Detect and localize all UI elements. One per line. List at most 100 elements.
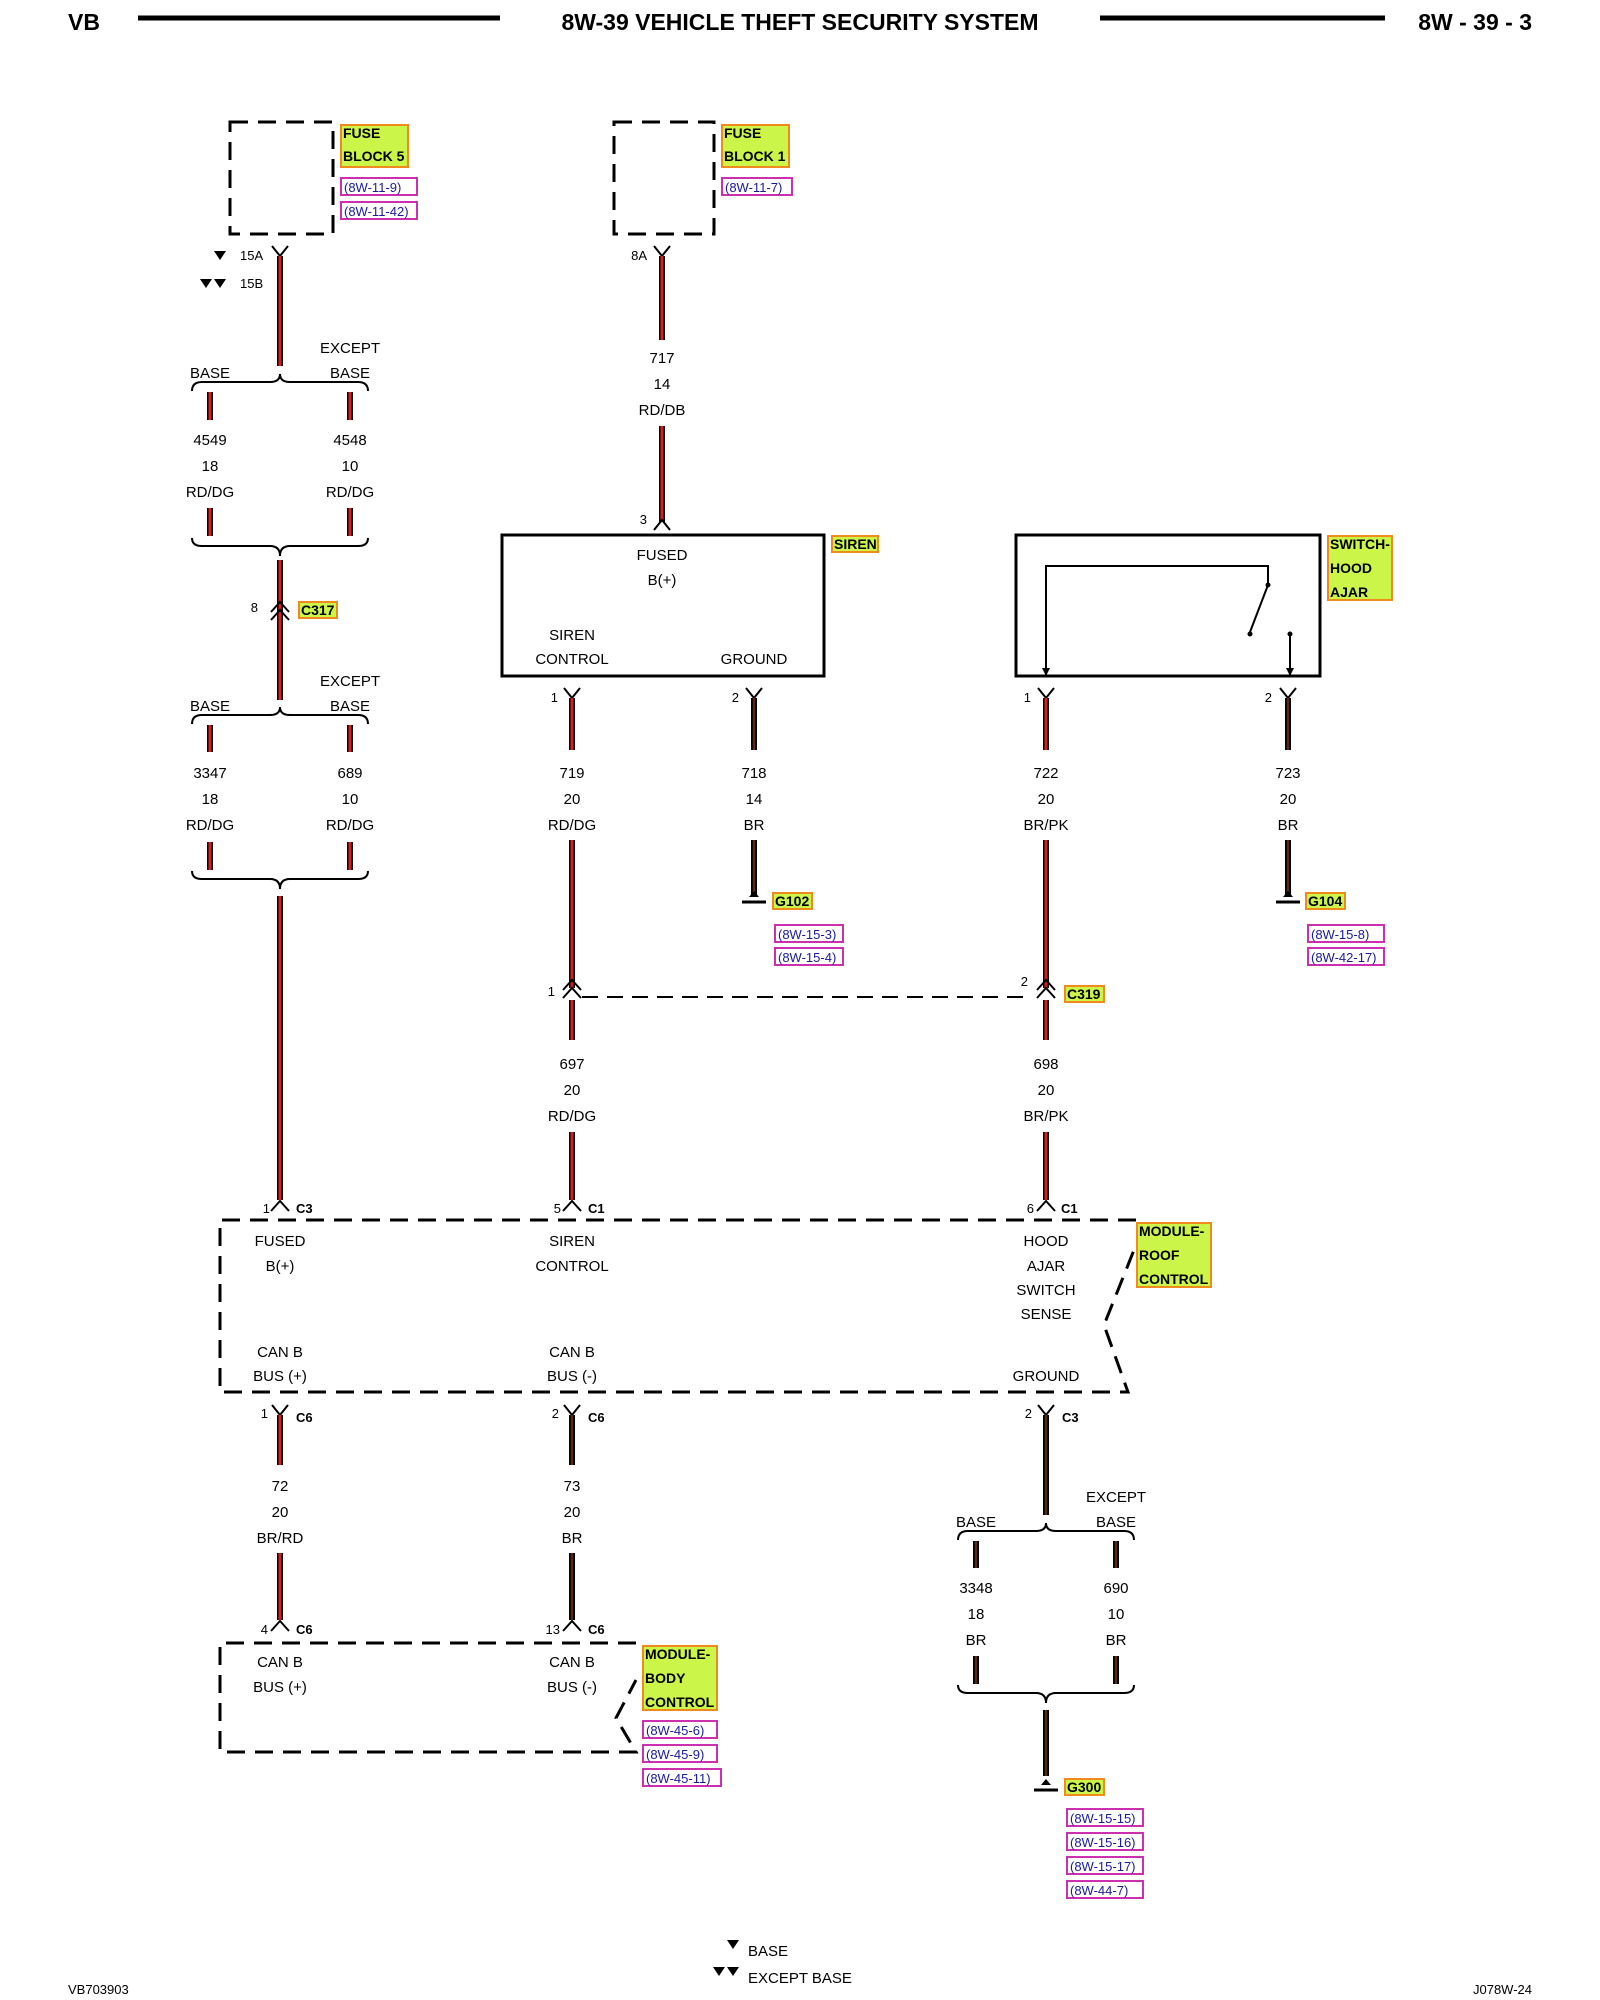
except-base-triangle-icon xyxy=(200,279,212,288)
body-can-b-plus-label: BUS (+) xyxy=(253,1679,307,1696)
connector-label: C3 xyxy=(1062,1410,1079,1425)
splice-label-except: EXCEPT xyxy=(320,340,380,357)
except-base-triangle-icon xyxy=(713,1967,725,1976)
ref-box xyxy=(642,1720,718,1739)
svg-text:697: 697 xyxy=(559,1056,584,1073)
module-body-ref-3[interactable]: (8W-45-11) xyxy=(646,1771,711,1786)
ground-g104-label: G104 xyxy=(1308,893,1342,909)
fuse-block-1-ref-1[interactable]: (8W-11-7) xyxy=(725,180,782,195)
roof-hood-sense-label: HOOD xyxy=(1024,1233,1069,1250)
wire-label-73: 73 20 BR xyxy=(562,1478,583,1547)
pin-number: 3 xyxy=(640,512,647,527)
female-terminal-icon xyxy=(563,1404,581,1417)
body-can-b-plus-label: CAN B xyxy=(257,1654,303,1671)
connector-label: C1 xyxy=(588,1201,605,1216)
roof-fused-label: FUSED xyxy=(255,1233,306,1250)
pin-number: 6 xyxy=(1027,1201,1034,1216)
svg-text:18: 18 xyxy=(202,791,219,808)
svg-text:698: 698 xyxy=(1033,1056,1058,1073)
wire-label-718: 718 14 BR xyxy=(741,765,766,834)
pin-label: 8A xyxy=(631,248,647,263)
wire-label-717: 717 14 RD/DB xyxy=(639,350,686,419)
svg-text:18: 18 xyxy=(202,458,219,475)
pin-number: 5 xyxy=(554,1201,561,1216)
wire-label-690: 690 10 BR xyxy=(1103,1580,1128,1649)
svg-text:4548: 4548 xyxy=(333,432,366,449)
svg-text:MODULE-: MODULE- xyxy=(645,1646,711,1662)
wire-label-3347: 3347 18 RD/DG xyxy=(186,765,234,834)
svg-text:14: 14 xyxy=(654,376,671,393)
roof-fused-label: B(+) xyxy=(266,1258,295,1275)
splice-bracket xyxy=(191,870,369,890)
siren-label: SIREN xyxy=(834,536,877,552)
g102-ref-2[interactable]: (8W-15-4) xyxy=(778,950,836,965)
siren-fused-label: B(+) xyxy=(648,572,677,589)
base-triangle-icon xyxy=(214,251,226,260)
ground-icon xyxy=(1034,1779,1058,1792)
wire-label-722: 722 20 BR/PK xyxy=(1023,765,1068,834)
svg-text:BR: BR xyxy=(744,817,765,834)
footer-left-code: VB703903 xyxy=(68,1982,129,1997)
male-terminal-icon xyxy=(653,518,671,531)
male-terminal-icon xyxy=(270,1199,290,1212)
svg-text:FUSE: FUSE xyxy=(724,125,761,141)
g104-ref-2[interactable]: (8W-42-17) xyxy=(1311,950,1377,965)
g300-ref-4[interactable]: (8W-44-7) xyxy=(1070,1883,1128,1898)
splice-bracket xyxy=(191,537,369,557)
svg-text:RD/DG: RD/DG xyxy=(186,817,234,834)
except-base-triangle-icon xyxy=(214,279,226,288)
svg-text:MODULE-: MODULE- xyxy=(1139,1223,1205,1239)
splice-label-base: BASE xyxy=(956,1514,996,1531)
ref-box xyxy=(340,177,418,196)
g300-ref-3[interactable]: (8W-15-17) xyxy=(1070,1859,1136,1874)
svg-text:BR/RD: BR/RD xyxy=(257,1530,304,1547)
ground-icon xyxy=(742,891,766,904)
fuse-block-5-ref-2[interactable]: (8W-11-42) xyxy=(344,204,409,219)
svg-text:BR/PK: BR/PK xyxy=(1023,1108,1068,1125)
fuse-block-5-ref-1[interactable]: (8W-11-9) xyxy=(344,180,401,195)
roof-can-b-minus-label: BUS (-) xyxy=(547,1368,597,1385)
roof-can-b-minus-label: CAN B xyxy=(549,1344,595,1361)
splice-label-except: EXCEPT xyxy=(320,673,380,690)
connector-label: C6 xyxy=(296,1410,313,1425)
svg-text:RD/DG: RD/DG xyxy=(548,1108,596,1125)
ref-box xyxy=(340,201,418,220)
connector-female-icon xyxy=(270,608,290,621)
svg-text:718: 718 xyxy=(741,765,766,782)
connector-female-icon xyxy=(562,986,582,999)
svg-text:20: 20 xyxy=(564,1504,581,1521)
siren-box xyxy=(500,533,826,678)
wire-label-4549: 4549 18 RD/DG xyxy=(186,432,234,501)
fuse-block-1-tag: FUSE BLOCK 1 xyxy=(721,124,790,168)
tag-box xyxy=(1064,1778,1105,1796)
splice-bracket xyxy=(957,1522,1135,1541)
roof-siren-control-label: CONTROL xyxy=(535,1258,608,1275)
wire-label-697: 697 20 RD/DG xyxy=(548,1056,596,1125)
svg-text:10: 10 xyxy=(342,791,359,808)
connector-female-icon xyxy=(1036,986,1056,999)
svg-text:722: 722 xyxy=(1033,765,1058,782)
ref-box xyxy=(642,1744,718,1763)
g300-ref-1[interactable]: (8W-15-15) xyxy=(1070,1811,1136,1826)
module-body-ref-2[interactable]: (8W-45-9) xyxy=(646,1747,704,1762)
svg-text:BLOCK 5: BLOCK 5 xyxy=(343,148,405,164)
female-terminal-icon xyxy=(271,245,289,258)
connector-male-icon xyxy=(562,978,582,991)
g102-ref-1[interactable]: (8W-15-3) xyxy=(778,927,836,942)
svg-text:SWITCH-: SWITCH- xyxy=(1330,536,1390,552)
g300-ref-2[interactable]: (8W-15-16) xyxy=(1070,1835,1136,1850)
wire-label-719: 719 20 RD/DG xyxy=(548,765,596,834)
module-body-ref-1[interactable]: (8W-45-6) xyxy=(646,1723,704,1738)
svg-text:20: 20 xyxy=(1038,791,1055,808)
wire-label-689: 689 10 RD/DG xyxy=(326,765,374,834)
svg-text:690: 690 xyxy=(1103,1580,1128,1597)
pin-number: 1 xyxy=(261,1406,268,1421)
except-base-triangle-icon xyxy=(727,1967,739,1976)
body-can-b-minus-label: CAN B xyxy=(549,1654,595,1671)
legend-base: BASE xyxy=(748,1943,788,1960)
g104-ref-1[interactable]: (8W-15-8) xyxy=(1311,927,1369,942)
pin-number: 1 xyxy=(263,1201,270,1216)
ground-g102-label: G102 xyxy=(775,893,809,909)
ref-box xyxy=(774,924,844,943)
